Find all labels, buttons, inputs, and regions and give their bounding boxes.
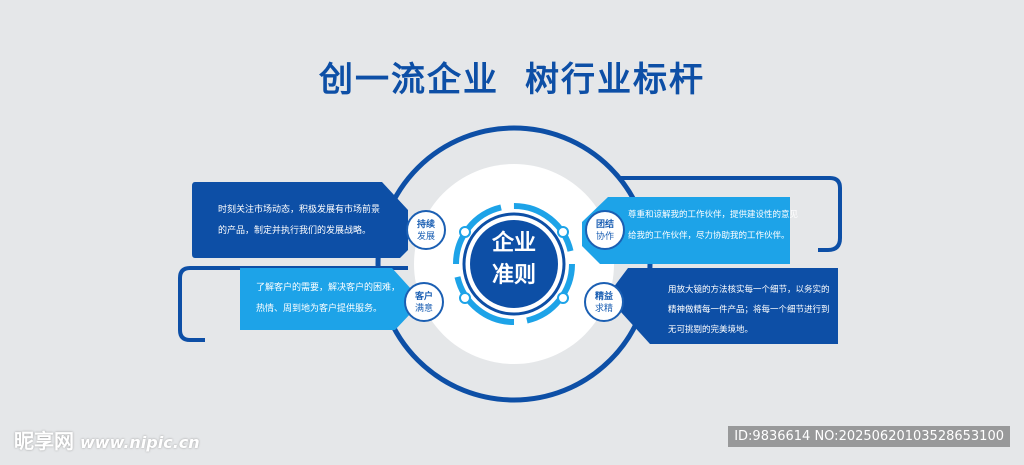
page-title: 创一流企业树行业标杆	[319, 60, 705, 100]
center-label: 企业 准则	[491, 231, 536, 288]
node-tl: 持续发展	[406, 210, 446, 250]
center-ring	[453, 203, 575, 325]
box-br-text: 用放大镜的方法核实每一个细节，以务实的精神做精每一件产品；将每一个细节进行到无可…	[668, 285, 830, 335]
box-br-shape	[610, 268, 838, 344]
node-bl: 客户满意	[404, 282, 444, 322]
box-tl-text: 时刻关注市场动态，积极发展有市场前景的产品，制定并执行我们的发展战略。	[218, 205, 381, 236]
center-disc	[470, 220, 558, 308]
watermark-id: ID:9836614 NO:20250620103528653100	[728, 426, 1010, 447]
node-tr: 团结协作	[585, 210, 625, 250]
box-tr-text: 尊重和谅解我的工作伙伴，提供建设性的意见给我的工作伙伴，尽力协助我的工作伙伴。	[628, 210, 799, 241]
center-ring-inner	[462, 212, 566, 316]
box-bl-text: 了解客户的需要，解决客户的困难，热情、周到地为客户提供服务。	[256, 283, 401, 314]
bracket-top-right	[620, 176, 842, 252]
node-br: 精益求精	[584, 282, 624, 322]
box-tr-shape	[582, 197, 790, 264]
box-tl-shape	[192, 182, 408, 258]
box-bl-shape	[240, 268, 412, 330]
bracket-bottom-left	[178, 266, 408, 342]
